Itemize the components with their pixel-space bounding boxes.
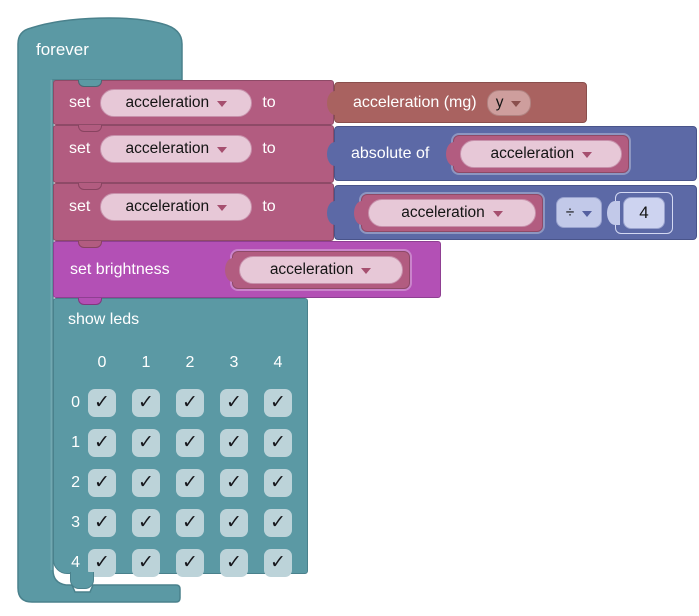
led-checkbox[interactable]: ✓ (220, 549, 248, 577)
puzzle-tab (224, 257, 238, 282)
led-checkbox[interactable]: ✓ (132, 549, 160, 577)
forever-label: forever (36, 40, 89, 59)
led-row-header: 4 (71, 554, 80, 571)
number-slot[interactable]: 4 (607, 191, 673, 234)
puzzle-tab (354, 200, 367, 225)
variable-dropdown[interactable]: acceleration (100, 135, 253, 163)
variable-block[interactable]: acceleration (446, 134, 630, 173)
led-col-header: 4 (273, 354, 283, 371)
led-row-header: 3 (71, 514, 80, 531)
variable-block[interactable]: acceleration (354, 193, 543, 232)
absolute-of-label: absolute of (351, 144, 430, 162)
dropdown-arrow-icon (582, 151, 593, 158)
puzzle-tab (78, 241, 102, 248)
to-label: to (262, 93, 276, 111)
led-row-header: 2 (71, 474, 80, 491)
led-checkbox[interactable]: ✓ (176, 509, 204, 537)
show-leds-label: show leds (68, 311, 140, 328)
led-checkbox[interactable]: ✓ (132, 509, 160, 537)
led-checkbox[interactable]: ✓ (176, 549, 204, 577)
puzzle-tab (78, 183, 102, 190)
set-label: set (69, 93, 91, 111)
led-row-header: 1 (71, 434, 80, 451)
set-label: set (69, 198, 91, 215)
led-col-header: 2 (185, 354, 195, 371)
led-col-header: 0 (97, 354, 107, 371)
division-block[interactable]: acceleration ÷ 4 (327, 185, 697, 240)
led-row-header: 0 (71, 394, 80, 411)
set-brightness-block[interactable]: set brightness acceleration (53, 241, 441, 298)
puzzle-tab (70, 572, 94, 589)
acceleration-mg-label: acceleration (mg) (353, 93, 477, 111)
led-checkbox[interactable]: ✓ (88, 429, 116, 457)
absolute-of-block[interactable]: absolute of acceleration (327, 126, 697, 181)
axis-dropdown[interactable]: y (486, 89, 531, 116)
led-checkbox[interactable]: ✓ (264, 469, 292, 497)
set-label: set (69, 140, 91, 157)
led-checkbox[interactable]: ✓ (264, 429, 292, 457)
set-variable-block-2[interactable]: set acceleration to (53, 125, 334, 183)
operator-dropdown[interactable]: ÷ (556, 197, 602, 228)
led-checkbox[interactable]: ✓ (220, 429, 248, 457)
led-checkbox[interactable]: ✓ (220, 389, 248, 417)
led-checkbox[interactable]: ✓ (132, 469, 160, 497)
variable-dropdown[interactable]: acceleration (368, 198, 536, 227)
led-checkbox[interactable]: ✓ (264, 549, 292, 577)
led-checkbox[interactable]: ✓ (132, 389, 160, 417)
led-checkbox[interactable]: ✓ (88, 469, 116, 497)
puzzle-tab (327, 200, 340, 225)
led-checkbox[interactable]: ✓ (264, 389, 292, 417)
puzzle-tab (327, 141, 340, 166)
set-variable-block-3[interactable]: set acceleration to (53, 183, 334, 241)
puzzle-tab (446, 141, 460, 166)
led-checkbox[interactable]: ✓ (264, 509, 292, 537)
dropdown-arrow-icon (582, 210, 593, 217)
dropdown-arrow-icon (217, 147, 228, 153)
led-checkbox[interactable]: ✓ (132, 429, 160, 457)
puzzle-tab (78, 80, 102, 87)
led-checkbox[interactable]: ✓ (88, 509, 116, 537)
set-variable-block-1[interactable]: set acceleration to (53, 80, 334, 125)
to-label: to (262, 140, 276, 157)
puzzle-tab (607, 200, 620, 225)
variable-block[interactable]: acceleration (224, 250, 410, 289)
led-checkbox[interactable]: ✓ (176, 469, 204, 497)
dropdown-arrow-icon (492, 210, 503, 217)
puzzle-tab (78, 298, 102, 305)
variable-dropdown[interactable]: acceleration (460, 139, 623, 168)
led-col-header: 3 (229, 354, 239, 371)
acceleration-mg-block[interactable]: acceleration (mg) y (327, 82, 587, 123)
variable-dropdown[interactable]: acceleration (100, 193, 253, 221)
show-leds-block[interactable]: show leds 0 1 2 3 4 0 ✓ ✓ ✓ ✓ ✓ 1 ✓ ✓ ✓ ✓ ✓ 2 ✓ ✓ ✓ ✓ ✓ 3 ✓ ✓ ✓ ✓ ✓ 4… (53, 298, 308, 577)
led-checkbox[interactable]: ✓ (88, 389, 116, 417)
led-checkbox[interactable]: ✓ (176, 389, 204, 417)
puzzle-tab (327, 90, 340, 115)
set-brightness-label: set brightness (70, 260, 170, 278)
led-checkbox[interactable]: ✓ (220, 509, 248, 537)
number-input[interactable]: 4 (623, 196, 665, 229)
variable-dropdown[interactable]: acceleration (100, 88, 253, 117)
led-col-header: 1 (141, 354, 151, 371)
led-checkbox[interactable]: ✓ (176, 429, 204, 457)
dropdown-arrow-icon (511, 100, 522, 107)
dropdown-arrow-icon (217, 205, 228, 211)
led-checkbox[interactable]: ✓ (220, 469, 248, 497)
puzzle-tab (78, 125, 102, 132)
variable-dropdown[interactable]: acceleration (238, 255, 403, 284)
dropdown-arrow-icon (217, 100, 228, 107)
to-label: to (262, 198, 276, 215)
dropdown-arrow-icon (361, 267, 372, 274)
